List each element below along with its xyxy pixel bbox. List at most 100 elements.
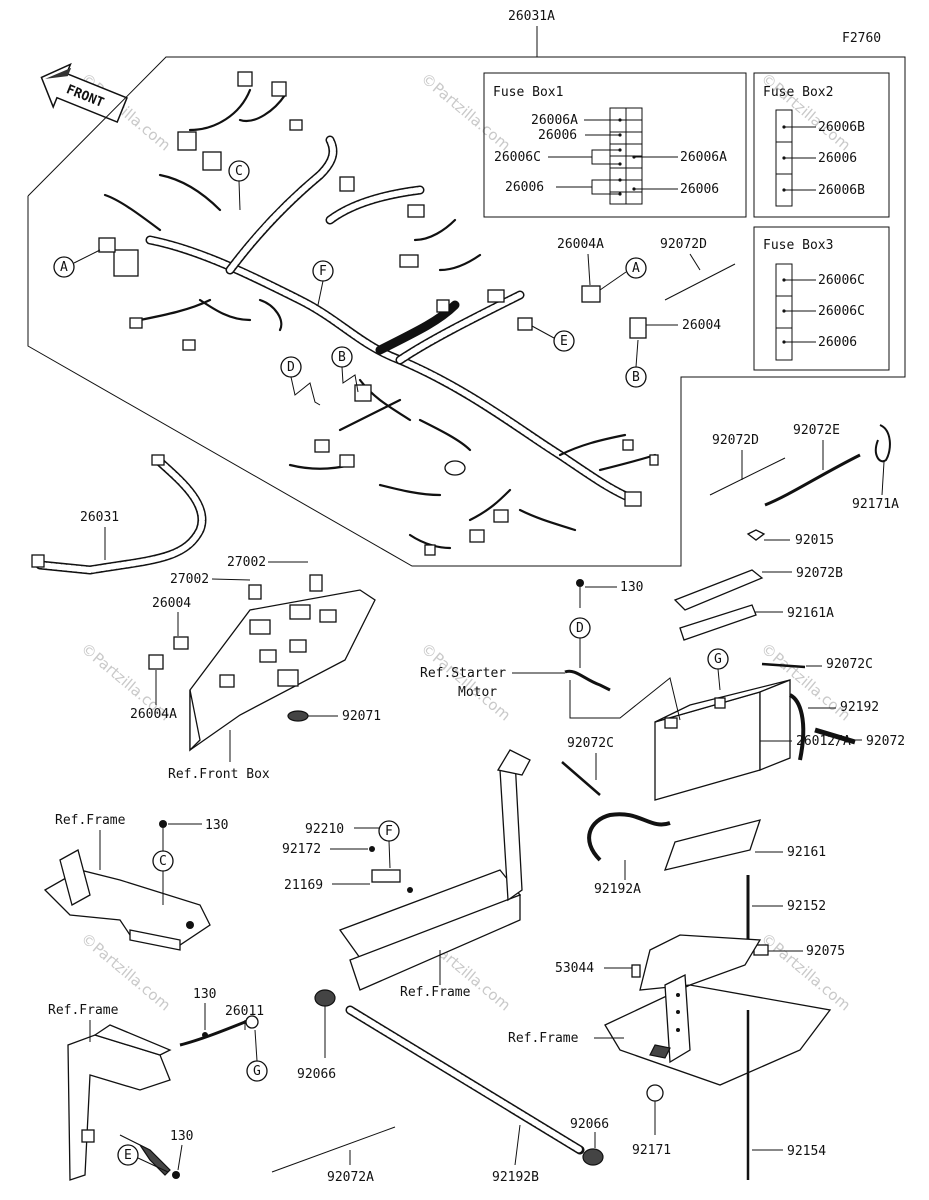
cap-92066-icon <box>314 989 336 1007</box>
connector-icon <box>151 454 165 466</box>
label-92072E: 92072E <box>793 423 840 438</box>
callout-G-frame: G <box>246 1029 268 1082</box>
fb1-label-26006-right: 26006 <box>680 182 719 197</box>
label-92171A: 92171A <box>852 497 899 512</box>
tie-92072D-icon <box>709 457 786 496</box>
label-92152: 92152 <box>787 899 826 914</box>
svg-text:©Partzilla.com: ©Partzilla.com <box>757 69 854 154</box>
svg-text:E: E <box>560 334 568 349</box>
tube-92192B <box>347 1007 583 1153</box>
connector-26004A-fb-icon <box>148 654 164 670</box>
fuse-box-1: Fuse Box1 26006A 26006 26006C 26006 2600… <box>483 72 747 218</box>
starter-cable-icon <box>564 669 611 692</box>
connector-icon <box>354 384 372 402</box>
label-27002-a: 27002 <box>227 555 266 570</box>
svg-text:D: D <box>576 621 584 636</box>
label-92072: 92072 <box>866 734 905 749</box>
svg-text:G: G <box>714 652 722 667</box>
label-130-c: 130 <box>205 818 228 833</box>
svg-text:A: A <box>60 260 68 275</box>
label-26031A: 26031A <box>508 9 555 24</box>
grommet-92071-icon <box>287 710 309 722</box>
svg-text:B: B <box>338 350 346 365</box>
svg-text:G: G <box>253 1064 261 1079</box>
connector-26004A-icon <box>581 285 601 303</box>
harness-26031 <box>37 459 205 573</box>
bolt-130-e-icon <box>172 1171 180 1179</box>
label-92072D-top: 92072D <box>660 237 707 252</box>
svg-text:E: E <box>124 1148 132 1163</box>
battery-tray <box>604 934 832 1180</box>
label-92171: 92171 <box>632 1143 671 1158</box>
connector-icon <box>31 554 45 568</box>
label-92154: 92154 <box>787 1144 826 1159</box>
svg-text:©Partzilla.com: ©Partzilla.com <box>417 69 514 154</box>
label-ref-frame-tray: Ref.Frame <box>508 1031 579 1046</box>
callout-D-battery: D <box>569 617 591 668</box>
label-92072C-right: 92072C <box>826 657 873 672</box>
label-92072D: 92072D <box>712 433 759 448</box>
label-26011: 26011 <box>225 1004 264 1019</box>
frame-c <box>43 849 211 951</box>
svg-text:F: F <box>385 824 393 839</box>
connector-icon <box>129 317 143 329</box>
connector-26004-fb-icon <box>173 636 189 650</box>
callout-C-frame: C <box>152 828 174 905</box>
connector-icon <box>237 71 253 87</box>
frame-e <box>67 1015 259 1181</box>
connector-icon <box>339 176 355 192</box>
label-26004A-fb: 26004A <box>130 707 177 722</box>
label-92072B: 92072B <box>796 566 843 581</box>
svg-text:B: B <box>632 370 640 385</box>
svg-text:A: A <box>632 261 640 276</box>
connector-icon <box>339 454 355 468</box>
label-92172: 92172 <box>282 842 321 857</box>
connector-icon <box>487 289 505 303</box>
label-92192B: 92192B <box>492 1170 539 1185</box>
front-arrow-icon: FRONT <box>40 62 128 124</box>
fb1-label-26006A-left: 26006A <box>531 113 578 128</box>
label-130-d: 130 <box>620 580 643 595</box>
label-92161: 92161 <box>787 845 826 860</box>
relay-27002-top-icon <box>309 574 323 592</box>
tie-92072A-icon <box>271 1126 396 1173</box>
connector-icon <box>624 491 642 507</box>
connector-icon <box>399 254 419 268</box>
label-92192A: 92192A <box>594 882 641 897</box>
callout-F-harness: F <box>312 260 334 306</box>
connector-icon <box>493 509 509 523</box>
connector-26004-icon <box>629 317 647 339</box>
fb1-label-26006-left: 26006 <box>538 128 577 143</box>
label-ref-starter: Ref.Starter <box>420 666 506 681</box>
fuse-box-2-title: Fuse Box2 <box>763 85 833 100</box>
label-26004-top: 26004 <box>682 318 721 333</box>
connector-icon <box>649 454 659 466</box>
callout-B-top: B <box>625 339 647 388</box>
fuse-box-3-title: Fuse Box3 <box>763 238 833 253</box>
connector-icon <box>444 460 466 476</box>
fb1-label-26006A-right: 26006A <box>680 150 727 165</box>
main-harness <box>98 71 659 556</box>
clamp-92171A-icon <box>874 424 891 463</box>
label-26031: 26031 <box>80 510 119 525</box>
fuse-box-3: Fuse Box3 26006C 26006C 26006 <box>753 226 890 371</box>
fb3-label-2: 26006C <box>818 304 865 319</box>
bolt-130-icon <box>576 579 584 587</box>
label-92066-a: 92066 <box>297 1067 336 1082</box>
svg-text:©Partzilla.com: ©Partzilla.com <box>417 639 514 724</box>
label-ref-front-box: Ref.Front Box <box>168 767 270 782</box>
cap-92066-b-icon <box>582 1148 604 1166</box>
label-92015: 92015 <box>795 533 834 548</box>
connector-icon <box>177 131 197 151</box>
label-92066-b: 92066 <box>570 1117 609 1132</box>
connector-icon <box>622 439 634 451</box>
connector-icon <box>517 317 533 331</box>
fb2-label-1: 26006B <box>818 120 865 135</box>
fb3-label-3: 26006 <box>818 335 857 350</box>
frame-center <box>338 749 531 991</box>
callout-G-battery: G <box>707 648 729 691</box>
callout-E-frame: E <box>117 1144 169 1173</box>
bolt-130-c-icon <box>159 820 167 828</box>
label-92071: 92071 <box>342 709 381 724</box>
